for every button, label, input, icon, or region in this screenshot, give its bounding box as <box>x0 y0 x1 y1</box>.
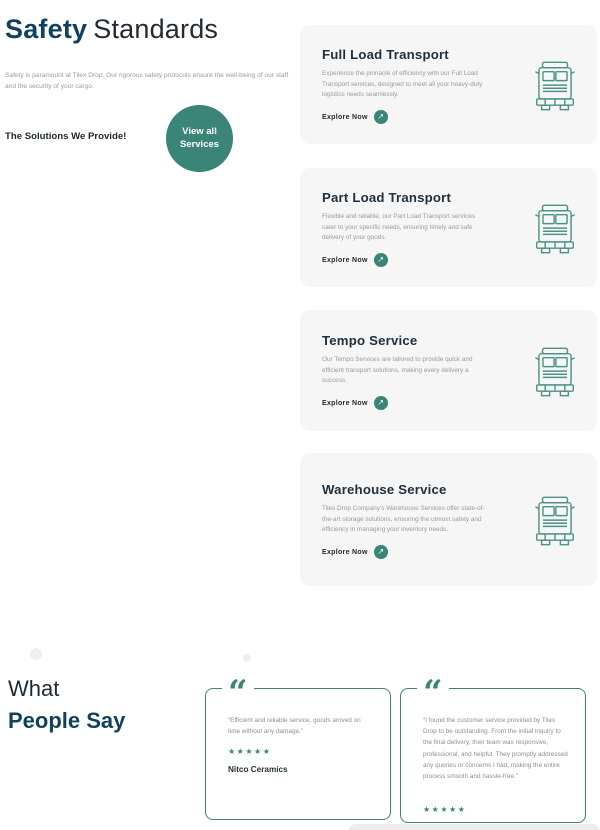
explore-now-label: Explore Now <box>322 548 368 556</box>
explore-now-link[interactable]: Explore Now ↗ <box>322 110 388 125</box>
arrow-up-right-icon: ↗ <box>373 110 388 125</box>
solutions-label: The Solutions We Provide! <box>5 131 127 142</box>
service-card-part-load: Part Load Transport Flexible and reliabl… <box>300 168 597 287</box>
truck-icon <box>533 347 577 397</box>
explore-now-label: Explore Now <box>322 256 368 264</box>
explore-now-link[interactable]: Explore Now ↗ <box>322 545 388 560</box>
safety-description: Safety is paramount at Tilex Drop. Our r… <box>5 72 289 90</box>
service-card-tempo: Tempo Service Our Tempo Services are tai… <box>300 310 597 431</box>
quote-icon: “ <box>417 676 449 710</box>
service-card-full-load: Full Load Transport Experience the pinna… <box>300 25 597 144</box>
truck-icon <box>533 61 577 111</box>
testimonials-heading-line2: People Say <box>8 708 126 733</box>
testimonial-card: “ “Efficient and reliable service, goods… <box>205 676 391 820</box>
service-description: Tiles Drop Company's Warehouse Services … <box>322 504 485 534</box>
service-card-text: Part Load Transport Flexible and reliabl… <box>322 190 533 268</box>
service-title: Tempo Service <box>322 332 418 348</box>
next-card-edge <box>348 824 600 830</box>
arrow-up-right-icon: ↗ <box>373 545 388 560</box>
service-description: Our Tempo Services are tailored to provi… <box>322 355 473 385</box>
testimonial-quote: “I found the customer service provided b… <box>423 717 568 781</box>
service-card-text: Full Load Transport Experience the pinna… <box>322 47 533 125</box>
explore-now-label: Explore Now <box>322 113 368 121</box>
page-title-rest: Standards <box>93 14 219 44</box>
testimonials-heading: What People Say <box>8 676 125 734</box>
service-title: Part Load Transport <box>322 189 452 205</box>
truck-icon <box>533 496 577 546</box>
explore-now-label: Explore Now <box>322 399 368 407</box>
service-card-text: Warehouse Service Tiles Drop Company's W… <box>322 482 533 560</box>
star-rating: ★★★★★ <box>228 747 272 757</box>
service-title: Full Load Transport <box>322 46 449 62</box>
decor-blob <box>243 654 251 662</box>
testimonials-heading-line1: What <box>8 676 60 701</box>
quote-icon: “ <box>222 676 254 710</box>
star-rating: ★★★★★ <box>423 805 467 814</box>
testimonial-quote: “Efficient and reliable service, goods a… <box>228 717 361 736</box>
explore-now-link[interactable]: Explore Now ↗ <box>322 253 388 268</box>
service-card-text: Tempo Service Our Tempo Services are tai… <box>322 333 533 411</box>
arrow-up-right-icon: ↗ <box>373 253 388 268</box>
decor-blob <box>30 648 42 660</box>
service-card-warehouse: Warehouse Service Tiles Drop Company's W… <box>300 453 597 586</box>
view-all-services-button[interactable]: View all Services <box>166 105 233 172</box>
service-description: Experience the pinnacle of efficiency wi… <box>322 69 483 99</box>
explore-now-link[interactable]: Explore Now ↗ <box>322 396 388 411</box>
testimonial-author: Nitco Ceramics <box>228 765 288 775</box>
testimonial-card: “ “I found the customer service provided… <box>400 676 586 823</box>
truck-icon <box>533 204 577 254</box>
service-description: Flexible and reliable, our Part Load Tra… <box>322 212 476 242</box>
page-title-accent: Safety <box>5 14 88 44</box>
service-title: Warehouse Service <box>322 481 447 497</box>
arrow-up-right-icon: ↗ <box>373 396 388 411</box>
